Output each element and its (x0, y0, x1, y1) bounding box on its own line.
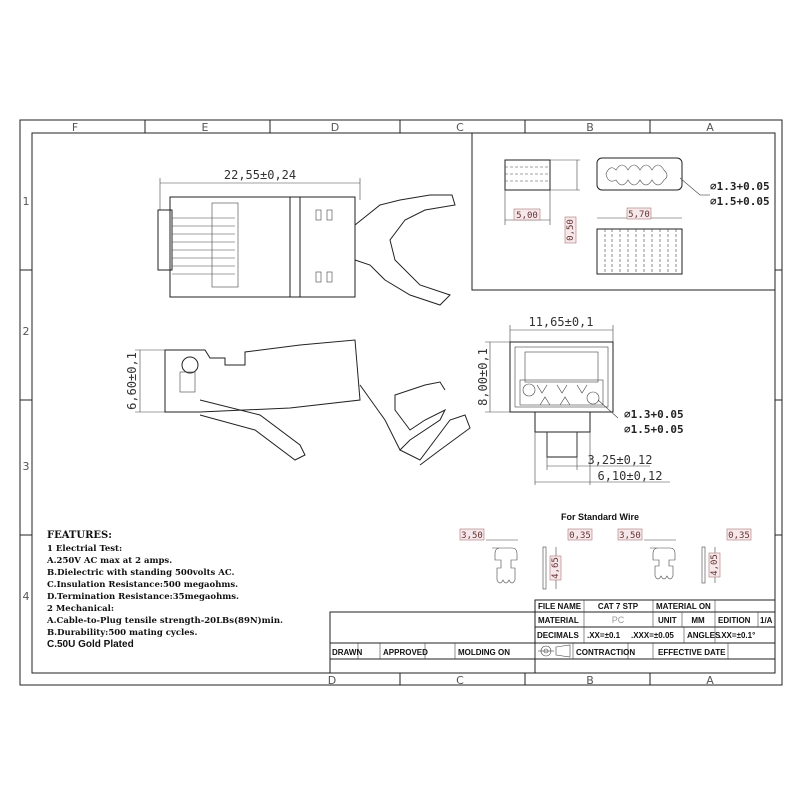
feature-line: D.Termination Resistance:35megaohms. (47, 592, 239, 602)
molding-on-label: MOLDING ON (458, 648, 510, 657)
height-dimension: 8,00±0,1 (476, 348, 490, 406)
height-dimension: 6,60±0,1 (125, 352, 139, 410)
edition-label: EDITION (718, 616, 751, 625)
feature-line: 1 Electrial Test: (47, 544, 122, 554)
features-title: FEATURES: (47, 530, 112, 541)
features-notes: FEATURES: 1 Electrial Test: A.250V AC ma… (46, 530, 283, 650)
zone-label: A (706, 121, 714, 134)
decimals-xxx: .XXX=±0.05 (631, 631, 674, 640)
zone-label: 4 (23, 590, 30, 603)
feature-line: A.250V AC max at 2 amps. (46, 556, 172, 566)
drawn-label: DRAWN (332, 648, 362, 657)
insert-hole-small-callout: ⌀1.3+0.05 (710, 180, 770, 193)
file-name-value: CAT 7 STP (598, 602, 639, 611)
approved-label: APPROVED (383, 648, 428, 657)
insert-height-dimension: 0,50 (566, 219, 576, 241)
contact-thickness-dimension: 0,35 (569, 531, 591, 541)
border-zone-labels: F E D C B A D C B A 1 2 3 4 (23, 121, 715, 687)
width-dimension: 11,65±0,1 (528, 315, 593, 329)
unit-value: MM (691, 616, 705, 625)
effective-date-label: EFFECTIVE DATE (658, 648, 726, 657)
edition-value: 1/A (760, 616, 773, 625)
length-dimension: 22,55±0,24 (224, 168, 296, 182)
unit-label: UNIT (658, 616, 677, 625)
plug-top-view: 22,55±0,24 (157, 168, 456, 306)
material-label: MATERIAL (538, 616, 579, 625)
hole-large-callout: ⌀1.5+0.05 (624, 423, 684, 436)
contraction-label: CONTRACTION (576, 648, 635, 657)
angles-value: .XX=±0.1° (719, 631, 755, 640)
zone-label: F (72, 121, 78, 134)
projection-symbol-icon (538, 644, 571, 658)
zone-label: C (456, 121, 464, 134)
contact-height-dimension: 4,65 (551, 557, 561, 579)
insert-hole-large-callout: ⌀1.5+0.05 (710, 195, 770, 208)
title-block: FILE NAME CAT 7 STP MATERIAL ON MATERIAL… (329, 599, 776, 674)
feature-line: A.Cable-to-Plug tensile strength-20LBs(8… (46, 615, 283, 626)
hole-small-callout: ⌀1.3+0.05 (624, 408, 684, 421)
material-value: PC (612, 615, 625, 625)
outer-width-dimension: 6,10±0,12 (597, 469, 662, 483)
zone-label: 2 (23, 325, 30, 338)
angles-label: ANGLES (687, 631, 721, 640)
plug-front-view: 11,65±0,1 8,00±0,1 3,25±0,12 6,10±0,12 ⌀… (476, 315, 684, 485)
zone-label: 3 (23, 460, 30, 473)
plug-side-view: 6,60±0,1 (125, 339, 471, 466)
decimals-xx: .XX=±0.1 (587, 631, 621, 640)
feature-line: 2 Mechanical: (47, 604, 114, 614)
standard-wire-contacts: For Standard Wire 3,50 0,35 4,65 3,50 0,… (459, 512, 752, 590)
feature-line: B.Durability:500 mating cycles. (47, 628, 197, 638)
insert-length-dimension: 5,00 (516, 211, 538, 221)
contact-width-dimension: 3,50 (619, 531, 641, 541)
feature-line: B.Dielectric with standing 500volts AC. (47, 568, 234, 578)
contact-thickness-dimension: 0,35 (728, 531, 750, 541)
material-on-label: MATERIAL ON (656, 602, 711, 611)
zone-label: 1 (23, 195, 30, 208)
inner-width-dimension: 3,25±0,12 (587, 453, 652, 467)
file-name-label: FILE NAME (538, 602, 582, 611)
zone-label: D (331, 121, 339, 134)
decimals-label: DECIMALS (537, 631, 579, 640)
contact-width-dimension: 3,50 (461, 531, 483, 541)
zone-label: A (706, 674, 714, 687)
feature-line: C.50U Gold Plated (47, 639, 134, 650)
zone-label: D (328, 674, 336, 687)
zone-label: B (586, 121, 594, 134)
zone-label: B (586, 674, 594, 687)
insert-detail: 5,00 0,50 ⌀1.3+0.05 ⌀1.5+0.05 5,70 (471, 132, 776, 291)
zone-label: E (202, 121, 209, 134)
feature-line: C.Insulation Resistance:500 megaohms. (47, 580, 238, 590)
contact-height-dimension: 4,05 (710, 554, 720, 576)
standard-wire-caption: For Standard Wire (561, 512, 639, 522)
insert-width-dimension: 5,70 (628, 210, 650, 220)
zone-label: C (456, 674, 464, 687)
